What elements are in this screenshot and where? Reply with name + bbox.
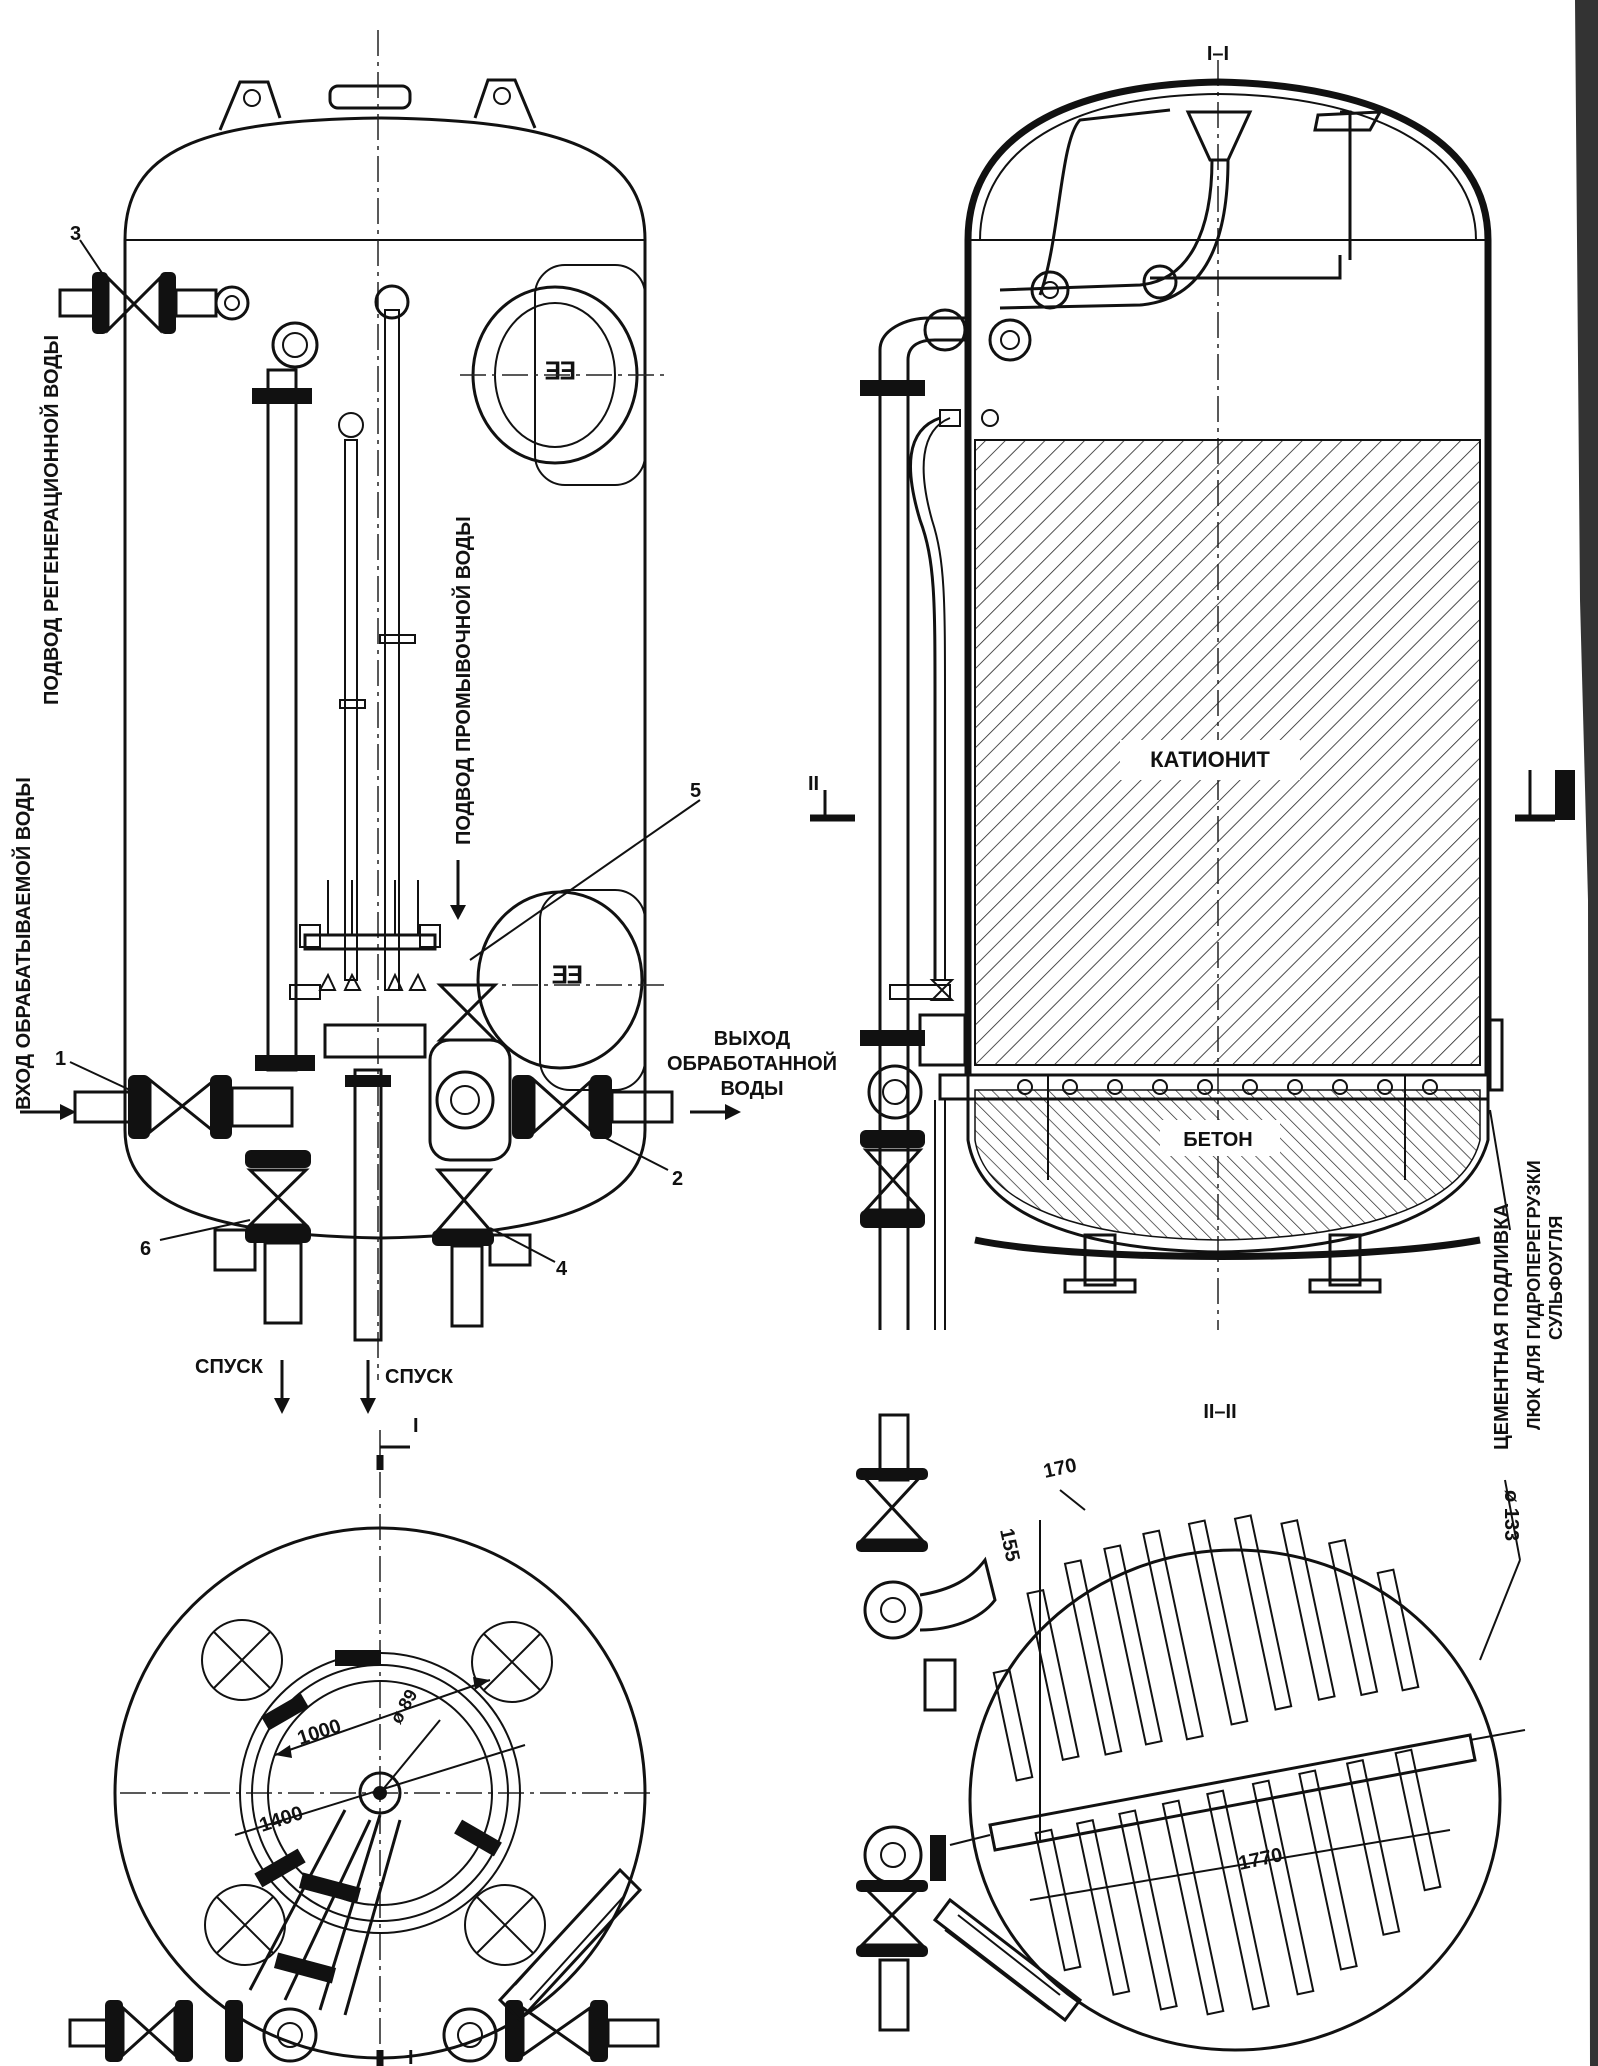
label-concrete: БЕТОН bbox=[1183, 1129, 1252, 1151]
label-outlet-1: ВЫХОД bbox=[714, 1028, 790, 1050]
label-drain-left: СПУСК bbox=[195, 1356, 264, 1378]
callout-1: 1 bbox=[55, 1048, 66, 1070]
mark-I-bottom: I bbox=[408, 2047, 414, 2066]
scan-edge-shadow bbox=[1575, 0, 1598, 2066]
label-inlet-treated-water: ВХОД ОБРАБАТЫВАЕМОЙ ВОДЫ bbox=[11, 777, 35, 1110]
bottom-dish bbox=[966, 1075, 1490, 1254]
section-shell bbox=[964, 78, 1492, 1075]
section-II-II-title: II–II bbox=[1203, 1401, 1236, 1423]
wash-pipe-1 bbox=[344, 439, 358, 981]
label-cationite: КАТИОНИТ bbox=[1150, 747, 1270, 772]
upper-manhole: ᴲᴲ bbox=[460, 264, 670, 486]
section-I-I-title: I–I bbox=[1207, 43, 1229, 65]
label-regeneration-water-supply: ПОДВОД РЕГЕНЕРАЦИОННОЙ ВОДЫ bbox=[39, 335, 63, 705]
vessel-body bbox=[123, 116, 647, 1240]
mark-I-top: I bbox=[413, 1415, 419, 1437]
callout-6: 6 bbox=[140, 1238, 151, 1260]
lifting-lug-left bbox=[218, 80, 282, 131]
regeneration-pipe bbox=[266, 368, 298, 1072]
callout-2: 2 bbox=[672, 1168, 683, 1190]
dim-1770: 1770 bbox=[1236, 1844, 1284, 1875]
section-II-II bbox=[856, 1413, 1526, 2052]
label-drain-right: СПУСК bbox=[385, 1366, 454, 1388]
collector-nozzles bbox=[1017, 1079, 1438, 1095]
callout-5: 5 bbox=[690, 780, 701, 802]
svg-text:ᴲᴲ: ᴲᴲ bbox=[552, 959, 582, 1000]
central-collector bbox=[988, 1733, 1477, 1852]
plan-view bbox=[68, 1430, 660, 2066]
label-outlet-2: ОБРАБОТАННОЙ bbox=[667, 1051, 837, 1075]
section-II-shell bbox=[968, 1548, 1502, 2052]
laterals bbox=[992, 1514, 1442, 2016]
callout-3: 3 bbox=[70, 223, 81, 245]
dim-155: 155 bbox=[995, 1526, 1023, 1563]
lower-manhole: ᴲᴲ bbox=[470, 889, 670, 1091]
plan-legs bbox=[201, 1619, 553, 1966]
label-hatch-line1: ЛЮК ДЛЯ ГИДРОПЕРЕГРУЗКИ bbox=[1524, 1160, 1544, 1430]
label-cement-fill: ЦЕМЕНТНАЯ ПОДЛИВКА bbox=[1491, 1203, 1513, 1450]
top-manhole-cap bbox=[328, 84, 412, 110]
front-view: ᴲᴲ ᴲᴲ bbox=[20, 30, 741, 1414]
label-wash-water-supply: ПОДВОД ПРОМЫВОЧНОЙ ВОДЫ bbox=[451, 516, 475, 845]
callout-4: 4 bbox=[556, 1258, 568, 1280]
dim-1400: 1400 bbox=[257, 1802, 306, 1837]
section-I-I bbox=[810, 60, 1575, 1330]
concrete-fill bbox=[974, 1089, 1481, 1241]
wash-pipe-2 bbox=[384, 309, 400, 991]
dim-170: 170 bbox=[1041, 1454, 1078, 1482]
lifting-lug-right bbox=[473, 78, 537, 129]
mark-II-left: II bbox=[808, 773, 819, 795]
dim-133: ø 133 bbox=[1500, 1490, 1522, 1541]
dim-1000: 1000 bbox=[295, 1715, 344, 1750]
label-outlet-3: ВОДЫ bbox=[720, 1078, 783, 1100]
label-hatch-line2: СУЛЬФОУГЛЯ bbox=[1546, 1216, 1566, 1340]
